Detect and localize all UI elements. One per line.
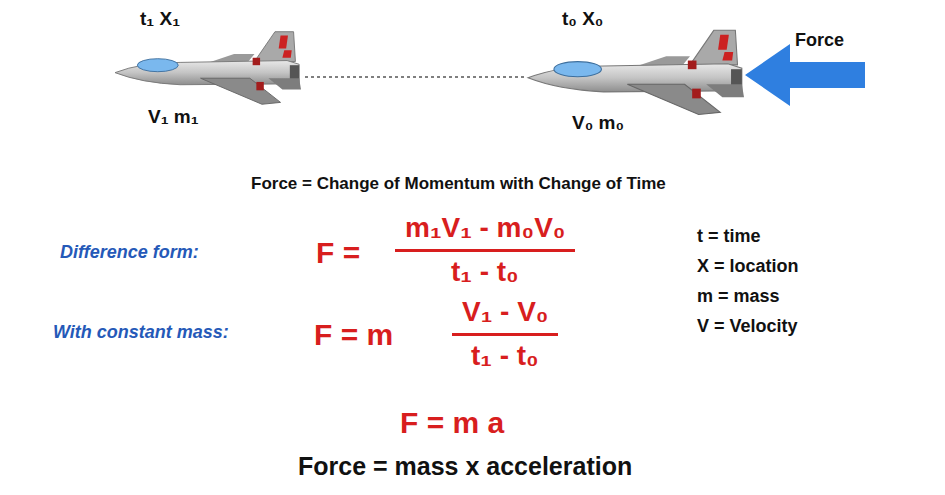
symbol-key: m = mass [697,286,780,307]
force-arrow [745,44,865,106]
jet-aircraft [528,30,744,114]
velocity-mass-label: V₀ m₀ [572,112,624,134]
force-label: Force [795,30,844,51]
formula-text: F = m a [400,406,504,441]
summary-text: Force = mass x acceleration [298,452,632,481]
symbol-key: V = Velocity [697,316,798,337]
formula-text: F = [316,236,360,271]
fraction-bar [395,249,575,252]
denominator-text: t₁ - t₀ [451,256,519,288]
symbol-key: t = time [697,226,761,247]
form-label: Difference form: [60,242,199,263]
fraction-bar [452,333,558,336]
jet-aircraft [115,32,301,105]
heading-text: Force = Change of Momentum with Change o… [251,174,666,194]
numerator-text: V₁ - V₀ [462,296,548,328]
time-location-label: t₁ X₁ [140,8,180,30]
form-label: With constant mass: [53,322,229,343]
dotted-path [305,76,525,78]
numerator-text: m₁V₁ - m₀V₀ [405,212,565,244]
formula-text: F = m [314,318,393,353]
symbol-key: X = location [697,256,799,277]
time-location-label: t₀ X₀ [562,8,603,30]
denominator-text: t₁ - t₀ [471,340,539,372]
velocity-mass-label: V₁ m₁ [148,106,199,128]
